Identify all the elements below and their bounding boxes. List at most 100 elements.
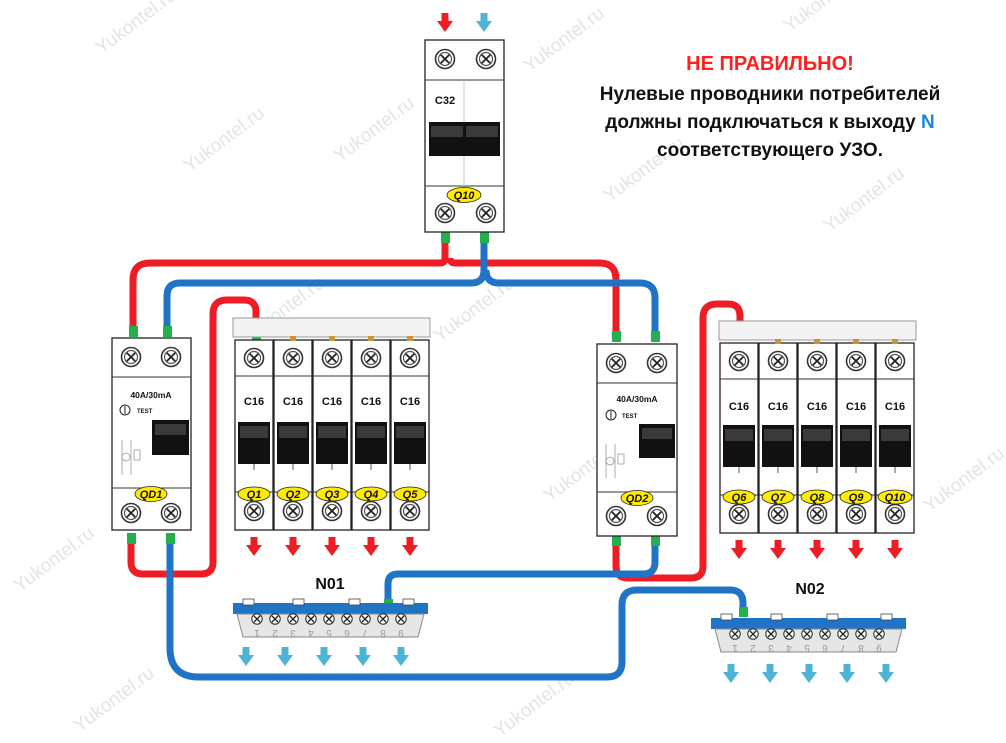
comb-busbar (718, 320, 917, 341)
wire-terminal (129, 326, 138, 337)
wire-terminal (651, 331, 660, 342)
load-phase-arrow-icon (285, 537, 301, 556)
rcd-schematic-icon (605, 444, 625, 478)
phase-wire (129, 240, 449, 330)
breaker-rating: C16 (244, 396, 264, 408)
load-neutral-arrow-icon (316, 647, 332, 666)
rcd-qd2: 40A/30mA TEST QD2 (596, 343, 678, 537)
load-neutral-arrow-icon (723, 664, 739, 683)
rcd2-test-label: TEST (622, 414, 638, 420)
warning-line-3: соответствующего УЗО. (657, 140, 883, 161)
load-neutral-arrow-icon (393, 647, 409, 666)
terminal-number: 4 (308, 627, 314, 638)
breaker-rating: C16 (768, 401, 788, 413)
load-phase-arrow-icon (848, 540, 864, 559)
breaker-group-1: C16 C16 C16 C16 C16 Q1 Q2 Q3 Q4 Q5 (234, 336, 430, 556)
breaker-rating: C16 (807, 401, 827, 413)
breaker-tag: Q5 (403, 489, 419, 501)
breaker-tag: Q9 (849, 492, 865, 504)
breaker-rating: C16 (361, 396, 381, 408)
wire-terminal (480, 232, 489, 243)
rcd-schematic-icon (121, 440, 141, 475)
load-phase-arrow-icon (324, 537, 340, 556)
terminal-number: 2 (272, 627, 278, 638)
wire-terminal (163, 326, 172, 337)
terminal-number: 5 (326, 627, 332, 638)
wire-terminal (166, 533, 175, 544)
load-neutral-arrow-icon (839, 664, 855, 683)
terminal-number: 9 (398, 627, 404, 638)
terminal-number: 5 (804, 642, 810, 653)
load-phase-arrow-icon (887, 540, 903, 559)
warning-title: НЕ ПРАВИЛЬНО! (686, 53, 854, 75)
load-neutral-arrow-icon (878, 664, 894, 683)
breaker-tag: Q1 (247, 489, 262, 501)
breaker-rating: C16 (322, 396, 342, 408)
rcd1-rating: 40A/30mA (130, 390, 171, 400)
breaker-tag: Q3 (325, 489, 340, 501)
phase-wire (446, 257, 620, 335)
main-breaker-rating: C32 (435, 95, 455, 107)
terminal-number: 9 (876, 642, 882, 653)
neutral-wire (166, 540, 747, 681)
terminal-number: 1 (732, 642, 738, 653)
wire-terminal (612, 535, 621, 546)
phase-in-arrow-icon (437, 13, 453, 32)
terminal-number: 7 (840, 642, 846, 653)
breaker-rating: C16 (400, 396, 420, 408)
load-phase-arrow-icon (363, 537, 379, 556)
warning-line-2-text: должны подключаться к выходу (605, 112, 916, 133)
warning-line-1: Нулевые проводники потребителей (599, 84, 941, 105)
load-neutral-arrow-icon (801, 664, 817, 683)
neutral-wire (384, 540, 659, 604)
breaker-tag: Q7 (771, 492, 787, 504)
terminal-number: 6 (344, 627, 350, 638)
load-phase-arrow-icon (402, 537, 418, 556)
comb-busbar (232, 317, 431, 338)
load-phase-arrow-icon (809, 540, 825, 559)
terminal-number: 6 (822, 642, 828, 653)
wire-terminal (612, 331, 621, 342)
neutral-busbar-n02: N02 9 8 7 6 5 4 3 2 1 (710, 581, 907, 683)
terminal-number: 2 (750, 642, 756, 653)
neutral-in-arrow-icon (476, 13, 492, 32)
breaker-tag: Q2 (286, 489, 301, 501)
load-phase-arrow-icon (770, 540, 786, 559)
terminal-number: 1 (254, 627, 260, 638)
neutral-busbar-n01: N01 9 8 7 6 5 4 3 2 1 (232, 576, 429, 666)
breaker-tag: Q4 (364, 489, 379, 501)
main-breaker-tag: Q10 (454, 190, 476, 202)
breaker-rating: C16 (283, 396, 303, 408)
terminal-number: 7 (362, 627, 368, 638)
warning-n-accent: N (921, 112, 935, 133)
load-phase-arrow-icon (731, 540, 747, 559)
breaker-tag: Q10 (885, 492, 907, 504)
load-phase-arrow-icon (246, 537, 262, 556)
rcd1-test-label: TEST (137, 409, 153, 415)
breaker-rating: C16 (846, 401, 866, 413)
wire-terminal (651, 535, 660, 546)
terminal-number: 3 (768, 642, 774, 653)
wire-terminal (441, 232, 450, 243)
breaker-tag: Q8 (810, 492, 826, 504)
rcd2-tag: QD2 (626, 493, 649, 505)
breaker-tag: Q6 (732, 492, 748, 504)
rcd-qd1: 40A/30mA TEST QD1 (111, 337, 192, 531)
busbar2-label: N02 (795, 581, 824, 598)
wire-terminal (739, 607, 748, 617)
terminal-number: 4 (786, 642, 792, 653)
load-neutral-arrow-icon (355, 647, 371, 666)
wire-terminal (127, 533, 136, 544)
load-neutral-arrow-icon (238, 647, 254, 666)
main-breaker: C32 Q10 (424, 13, 505, 233)
terminal-number: 8 (858, 642, 864, 653)
terminal-number: 8 (380, 627, 386, 638)
terminal-number: 3 (290, 627, 296, 638)
phase-wire (127, 296, 260, 578)
breaker-rating: C16 (729, 401, 749, 413)
neutral-wire (482, 269, 659, 335)
breaker-rating: C16 (885, 401, 905, 413)
load-neutral-arrow-icon (762, 664, 778, 683)
rcd1-tag: QD1 (140, 489, 163, 501)
